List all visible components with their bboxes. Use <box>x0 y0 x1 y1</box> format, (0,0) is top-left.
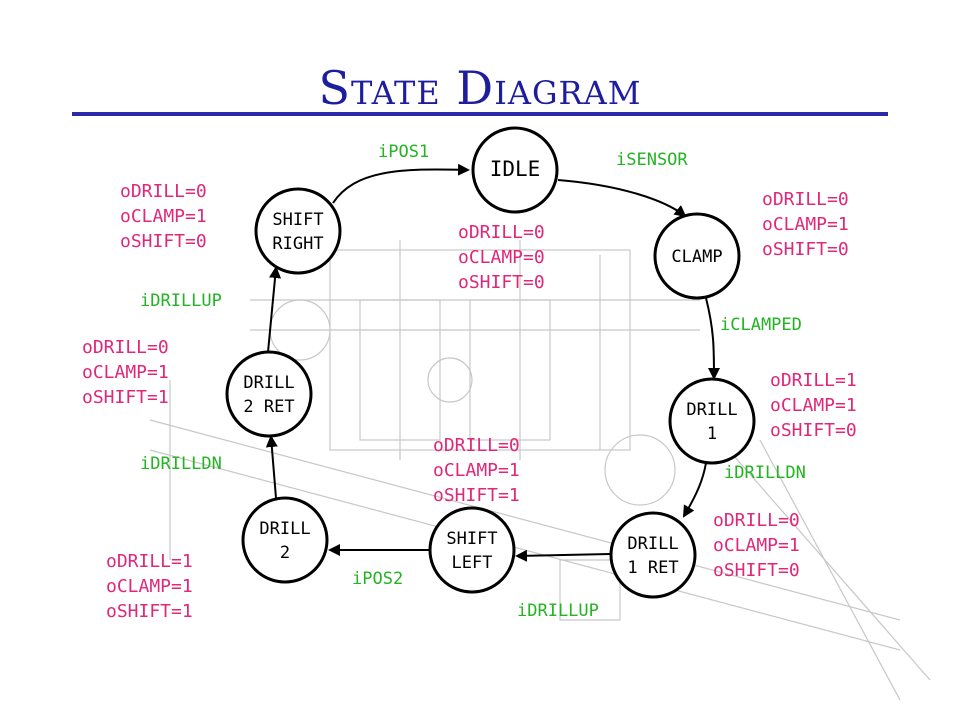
state-drill-2-ret-circle <box>225 350 313 438</box>
state-shift-right-label-line: RIGHT <box>272 234 323 254</box>
page-title: State Diagram <box>319 61 642 115</box>
transition-arrow-clamp-drill1 <box>705 297 720 380</box>
state-shift-left-label-line: SHIFT <box>446 529 497 549</box>
transition-label-drill2-drill2ret: iDRILLDN <box>140 454 222 474</box>
output-line: oSHIFT=1 <box>106 601 193 622</box>
state-drill-2-label-line: 2 <box>280 543 290 563</box>
transition-arrow-shiftright-idle <box>332 163 470 204</box>
state-drill-2-circle <box>241 496 329 584</box>
transitions-layer <box>265 163 720 562</box>
output-line: oSHIFT=0 <box>762 239 849 260</box>
outputs-drill2ret: oDRILL=0 oCLAMP=1 oSHIFT=1 <box>82 337 169 408</box>
state-shift-left-label-line: LEFT <box>452 553 493 573</box>
background-machine-sketch <box>149 240 931 701</box>
transition-arrow-idle-clamp <box>557 179 687 218</box>
state-shift-left-circle <box>428 506 516 594</box>
state-drill-1-label-line: 1 <box>707 424 717 444</box>
state-drill-1-ret-label-line: 1 RET <box>627 558 678 578</box>
output-line: oCLAMP=1 <box>120 206 207 227</box>
transition-arrow-drill1ret-shiftleft <box>515 549 611 562</box>
state-shift-right-circle <box>254 187 342 275</box>
output-line: oDRILL=0 <box>82 337 169 358</box>
state-drill-2: DRILL 2 <box>241 496 329 584</box>
outputs-shiftright: oDRILL=0 oCLAMP=1 oSHIFT=0 <box>120 181 207 252</box>
outputs-drill2: oDRILL=1 oCLAMP=1 oSHIFT=1 <box>106 551 193 622</box>
output-line: oCLAMP=1 <box>762 214 849 235</box>
output-line: oDRILL=0 <box>120 181 207 202</box>
transition-label-drill1ret-shiftleft: iDRILLUP <box>517 601 599 621</box>
transition-label-drill1-drill1ret: iDRILLDN <box>724 463 806 483</box>
state-clamp-circle <box>653 212 741 300</box>
output-line: oSHIFT=0 <box>770 420 857 441</box>
transition-label-drill2ret-shiftright: iDRILLUP <box>140 291 222 311</box>
state-drill-1-ret-label-line: DRILL <box>627 534 678 554</box>
output-line: oCLAMP=1 <box>433 460 520 481</box>
state-shift-right: SHIFT RIGHT <box>254 187 342 275</box>
output-line: oSHIFT=1 <box>82 387 169 408</box>
output-line: oSHIFT=0 <box>458 272 545 293</box>
output-line: oCLAMP=0 <box>458 247 545 268</box>
output-line: oDRILL=0 <box>458 222 545 243</box>
state-shift-right-label-line: SHIFT <box>272 210 323 230</box>
state-drill-1-circle <box>668 377 756 465</box>
state-drill-2-label-line: DRILL <box>259 519 310 539</box>
state-drill-1: DRILL 1 <box>668 377 756 465</box>
output-line: oDRILL=0 <box>433 435 520 456</box>
state-drill-1-ret: DRILL 1 RET <box>609 511 697 599</box>
outputs-clamp: oDRILL=0 oCLAMP=1 oSHIFT=0 <box>762 189 849 260</box>
transition-arrow-drill2ret-shiftright <box>267 266 282 353</box>
output-line: oDRILL=0 <box>713 510 800 531</box>
output-line: oDRILL=1 <box>770 370 857 391</box>
transition-arrow-drill2-drill2ret <box>265 435 278 499</box>
outputs-drill1ret: oDRILL=0 oCLAMP=1 oSHIFT=0 <box>713 510 800 581</box>
transition-label-shiftright-idle: iPOS1 <box>378 142 429 162</box>
state-drill-1-ret-circle <box>609 511 697 599</box>
transition-label-clamp-drill1: iCLAMPED <box>720 315 802 335</box>
labels-layer: iPOS1 iSENSOR iCLAMPED iDRILLDN iDRILLUP iPOS… <box>82 142 857 622</box>
state-drill-1-label-line: DRILL <box>686 400 737 420</box>
outputs-shiftleft: oDRILL=0 oCLAMP=1 oSHIFT=1 <box>433 435 520 506</box>
transition-label-shiftleft-drill2: iPOS2 <box>352 569 403 589</box>
output-line: oCLAMP=1 <box>82 362 169 383</box>
outputs-drill1: oDRILL=1 oCLAMP=1 oSHIFT=0 <box>770 370 857 441</box>
state-idle: IDLE <box>471 126 559 214</box>
output-line: oDRILL=0 <box>762 189 849 210</box>
output-line: oCLAMP=1 <box>106 576 193 597</box>
output-line: oSHIFT=0 <box>120 231 207 252</box>
state-clamp: CLAMP <box>653 212 741 300</box>
state-drill-2-ret: DRILL 2 RET <box>225 350 313 438</box>
output-line: oDRILL=1 <box>106 551 193 572</box>
output-line: oSHIFT=0 <box>713 560 800 581</box>
state-idle-label-line: IDLE <box>490 157 541 181</box>
state-drill-2-ret-label-line: 2 RET <box>243 397 294 417</box>
state-clamp-label-line: CLAMP <box>671 247 722 267</box>
state-idle-circle <box>471 126 559 214</box>
output-line: oCLAMP=1 <box>770 395 857 416</box>
transition-label-idle-clamp: iSENSOR <box>616 150 688 170</box>
state-shift-left: SHIFT LEFT <box>428 506 516 594</box>
output-line: oCLAMP=1 <box>713 535 800 556</box>
state-drill-2-ret-label-line: DRILL <box>243 373 294 393</box>
output-line: oSHIFT=1 <box>433 485 520 506</box>
transition-arrow-drill1-drill1ret <box>682 462 707 518</box>
outputs-idle: oDRILL=0 oCLAMP=0 oSHIFT=0 <box>458 222 545 293</box>
